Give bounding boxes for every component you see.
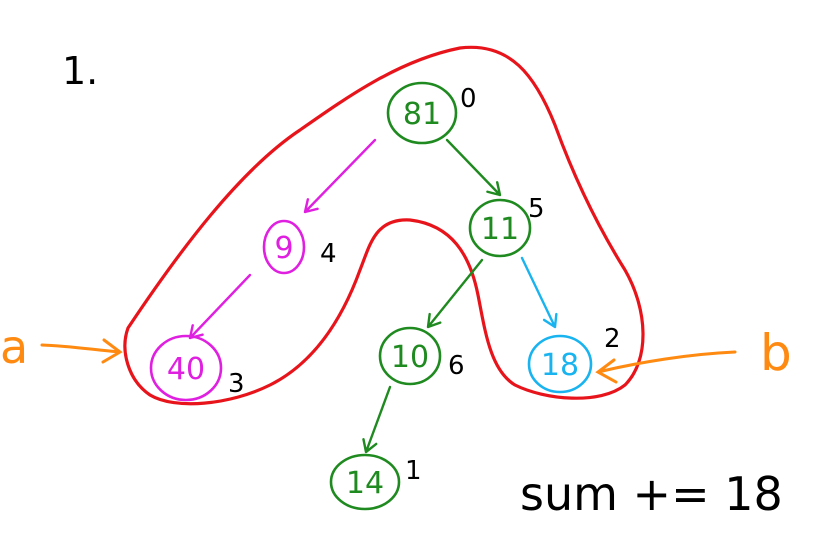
pointer-b: b (595, 324, 792, 384)
node-11-circle (468, 198, 532, 258)
pointer-a-arrow (40, 338, 123, 364)
node-14-value: 14 (346, 466, 384, 501)
node-9-circle (262, 219, 306, 275)
edge-n10-n14 (362, 385, 392, 454)
node-40-value: 40 (167, 352, 205, 387)
node-10-value: 10 (391, 340, 429, 375)
node-11-index: 5 (528, 194, 545, 224)
node-40: 40 3 (149, 334, 245, 402)
node-14: 14 1 (329, 453, 422, 511)
node-81-index: 0 (460, 84, 477, 114)
pointer-b-label: b (760, 324, 792, 382)
edge-n9-n40 (188, 273, 252, 340)
sum-formula: sum += 18 (520, 467, 783, 521)
node-40-circle (149, 334, 223, 402)
node-11: 11 5 (468, 194, 545, 258)
edge-layer (188, 138, 558, 454)
step-label: 1. (62, 49, 98, 93)
pointer-a-label: a (0, 320, 28, 374)
node-11-value: 11 (481, 212, 519, 247)
pointer-a: a (0, 320, 123, 374)
edge-n11-n10 (426, 258, 484, 329)
node-18: 18 2 (527, 324, 621, 394)
highlight-outline (123, 45, 645, 406)
node-40-index: 3 (228, 369, 245, 399)
node-81-value: 81 (403, 97, 441, 132)
edge-n81-n9 (303, 138, 377, 214)
node-81-circle (386, 81, 458, 145)
edge-n11-n18 (520, 256, 558, 329)
node-10-index: 6 (448, 351, 465, 381)
pointer-b-arrow (595, 350, 737, 384)
node-9-value: 9 (274, 231, 293, 266)
node-9-index: 4 (320, 239, 337, 269)
node-18-index: 2 (604, 324, 621, 354)
node-10: 10 6 (378, 326, 465, 386)
node-18-circle (527, 334, 593, 394)
node-81: 81 0 (386, 81, 477, 145)
edge-n81-n11 (445, 138, 502, 197)
node-18-value: 18 (541, 348, 579, 383)
node-14-index: 1 (405, 456, 422, 486)
node-10-circle (378, 326, 442, 386)
node-14-circle (329, 453, 401, 511)
